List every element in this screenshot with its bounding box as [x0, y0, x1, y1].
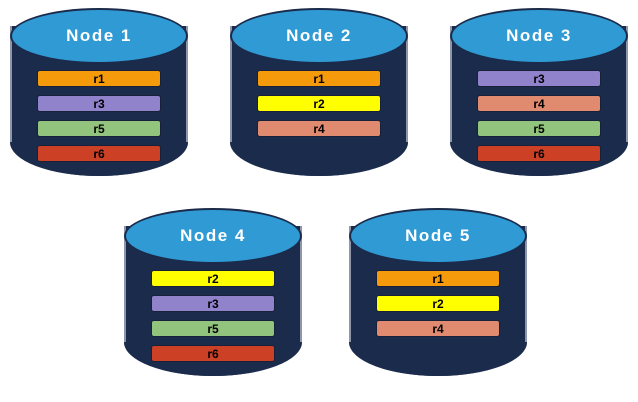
- database-node-1[interactable]: r1 r3 r5 r6 Node 1: [10, 8, 188, 190]
- replica-bar[interactable]: r1: [257, 70, 381, 87]
- replica-list: r1 r3 r5 r6: [10, 64, 188, 162]
- cylinder-top-ellipse: Node 5: [349, 208, 527, 264]
- replica-list: r1 r2 r4: [349, 264, 527, 337]
- node-title: Node 3: [506, 25, 572, 45]
- replica-bar[interactable]: r5: [477, 120, 601, 137]
- replica-bar[interactable]: r2: [376, 295, 500, 312]
- replica-bar[interactable]: r6: [477, 145, 601, 162]
- replica-bar[interactable]: r5: [151, 320, 275, 337]
- node-title: Node 1: [66, 25, 132, 45]
- replica-list: r1 r2 r4: [230, 64, 408, 137]
- replica-bar[interactable]: r3: [477, 70, 601, 87]
- cylinder-top-ellipse: Node 1: [10, 8, 188, 64]
- replica-list: r2 r3 r5 r6: [124, 264, 302, 362]
- replica-bar[interactable]: r6: [37, 145, 161, 162]
- node-title: Node 4: [180, 225, 246, 245]
- cylinder-top-ellipse: Node 4: [124, 208, 302, 264]
- replica-bar[interactable]: r2: [257, 95, 381, 112]
- replica-bar[interactable]: r1: [37, 70, 161, 87]
- replica-list: r3 r4 r5 r6: [450, 64, 628, 162]
- replica-bar[interactable]: r3: [37, 95, 161, 112]
- node-title: Node 5: [405, 225, 471, 245]
- replica-bar[interactable]: r6: [151, 345, 275, 362]
- replica-bar[interactable]: r2: [151, 270, 275, 287]
- replica-bar[interactable]: r5: [37, 120, 161, 137]
- replica-bar[interactable]: r1: [376, 270, 500, 287]
- database-node-4[interactable]: r2 r3 r5 r6 Node 4: [124, 208, 302, 390]
- replica-bar[interactable]: r4: [376, 320, 500, 337]
- database-node-3[interactable]: r3 r4 r5 r6 Node 3: [450, 8, 628, 190]
- database-node-5[interactable]: r1 r2 r4 Node 5: [349, 208, 527, 390]
- replica-bar[interactable]: r4: [477, 95, 601, 112]
- cylinder-bottom-ellipse: [230, 142, 408, 176]
- cylinder-top-ellipse: Node 3: [450, 8, 628, 64]
- database-node-2[interactable]: r1 r2 r4 Node 2: [230, 8, 408, 190]
- replica-bar[interactable]: r4: [257, 120, 381, 137]
- replica-bar[interactable]: r3: [151, 295, 275, 312]
- cylinder-bottom-ellipse: [349, 342, 527, 376]
- cylinder-top-ellipse: Node 2: [230, 8, 408, 64]
- node-title: Node 2: [286, 25, 352, 45]
